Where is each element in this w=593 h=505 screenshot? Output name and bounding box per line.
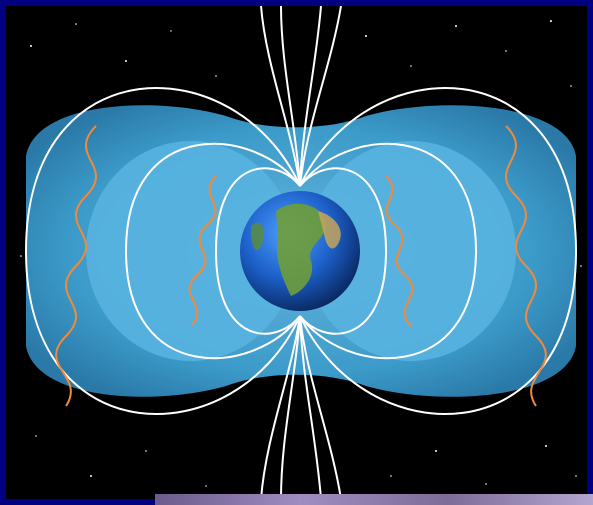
magnetosphere-illustration [6,6,587,499]
magnetosphere-svg [6,6,587,499]
bottom-image-strip [155,494,593,505]
earth-globe [240,191,360,311]
